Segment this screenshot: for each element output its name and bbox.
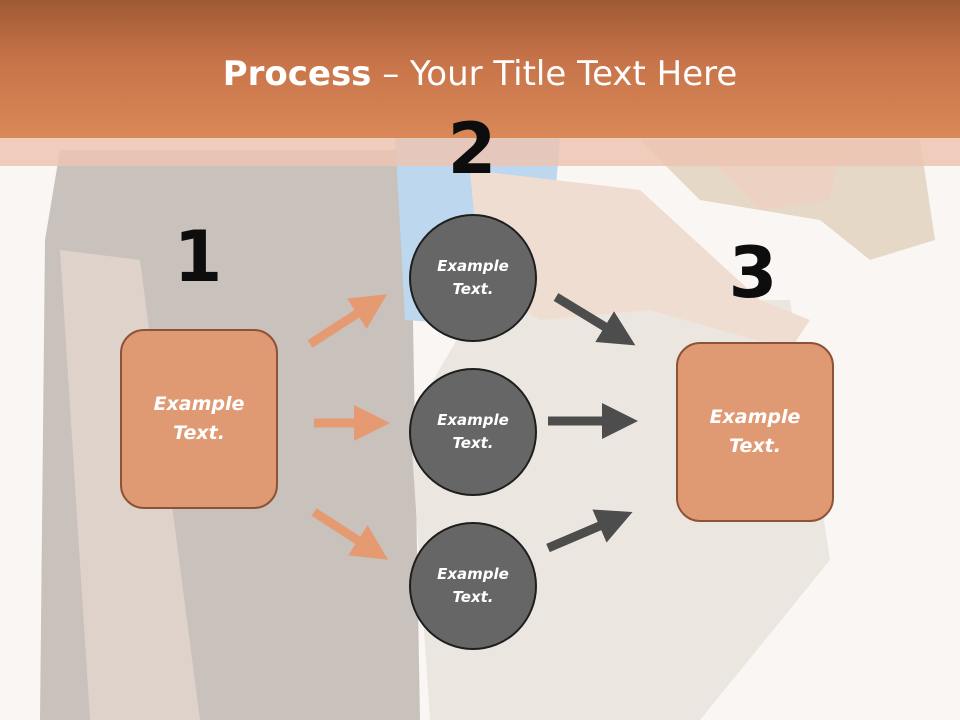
circle-top-text: Example Text. [437, 257, 509, 298]
step-1-text: Example Text. [153, 393, 245, 444]
title-band [0, 0, 960, 138]
title-strip [0, 138, 960, 166]
circle-bottom: Example Text. [409, 522, 537, 650]
circle-bottom-text: Example Text. [437, 565, 509, 606]
arrow-1-to-bottom [311, 508, 389, 560]
circle-top: Example Text. [409, 214, 537, 342]
arrow-1-to-top [307, 294, 388, 348]
slide-title: Process – Your Title Text Here [0, 50, 960, 98]
arrow-bottom-to-3 [546, 509, 633, 553]
step-number-2: 2 [447, 108, 497, 190]
step-3-box: Example Text. [676, 342, 834, 522]
step-number-1: 1 [173, 216, 223, 298]
title-bold-part: Process [222, 54, 372, 94]
title-rest-part: – Your Title Text Here [371, 54, 738, 94]
step-number-3: 3 [728, 232, 778, 314]
arrow-top-to-3 [553, 293, 636, 346]
step-3-text: Example Text. [709, 406, 801, 457]
step-1-box: Example Text. [120, 329, 278, 509]
circle-middle-text: Example Text. [437, 411, 509, 452]
circle-middle: Example Text. [409, 368, 537, 496]
